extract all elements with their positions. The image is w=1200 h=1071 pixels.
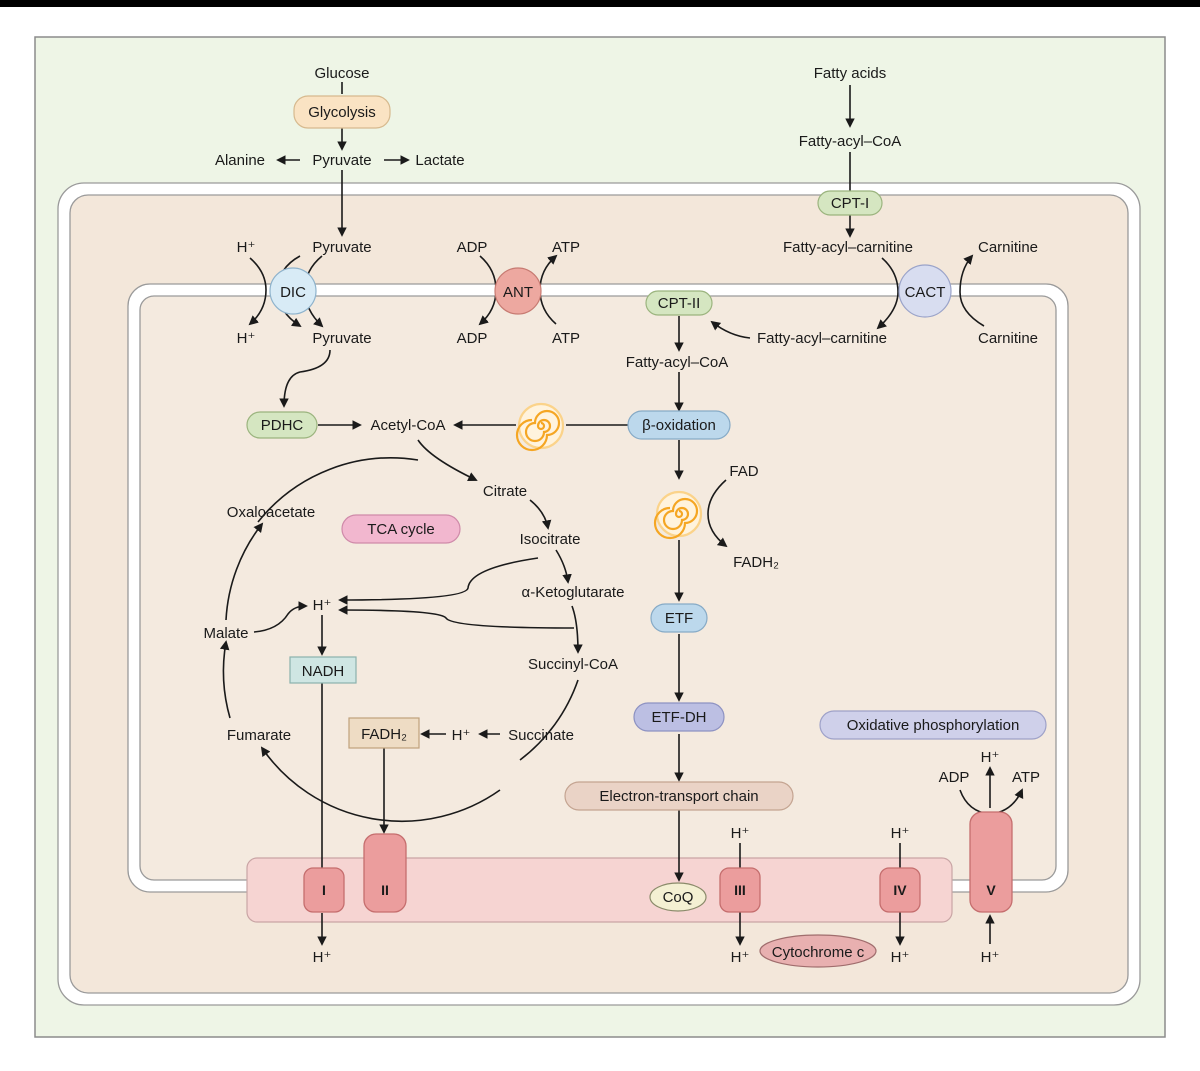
h-plus-tca-label: H⁺ xyxy=(313,597,332,614)
lactate-label: Lactate xyxy=(415,152,464,169)
complex-iii-label: III xyxy=(734,882,746,898)
carnitine-bottom-label: Carnitine xyxy=(978,330,1038,347)
succinyl-coa-label: Succinyl-CoA xyxy=(528,656,618,673)
complex-ii-label: II xyxy=(381,882,389,898)
complex-iii: III xyxy=(719,867,761,913)
complex-v-label: V xyxy=(986,882,996,898)
cpt2-label: CPT-II xyxy=(658,295,701,312)
cpt2-pill: CPT-II xyxy=(645,290,713,316)
spiral-icon-2 xyxy=(653,490,703,540)
electron-transport-chain-label: Electron-transport chain xyxy=(599,788,758,805)
fumarate-label: Fumarate xyxy=(227,727,291,744)
h-plus-v-top-label: H⁺ xyxy=(981,749,1000,766)
complex-iv-label: IV xyxy=(893,882,907,898)
alpha-ketoglutarate-label: α-Ketoglutarate xyxy=(522,584,625,601)
glycolysis-pill: Glycolysis xyxy=(293,95,391,129)
h-plus-dic-bottom-label: H⁺ xyxy=(237,330,256,347)
fatty-acids-label: Fatty acids xyxy=(814,65,887,82)
h-plus-v-bottom-label: H⁺ xyxy=(981,949,1000,966)
etf-dh-pill: ETF-DH xyxy=(633,702,725,732)
h-plus-iv-top-label: H⁺ xyxy=(891,825,910,842)
cact-label: CACT xyxy=(905,284,946,301)
fadh2-box-label: FADH₂ xyxy=(361,726,407,743)
atp-top-label: ATP xyxy=(552,239,580,256)
etf-pill: ETF xyxy=(650,603,708,633)
pyruvate-ims-label: Pyruvate xyxy=(312,239,371,256)
spiral-icon xyxy=(515,402,565,452)
top-black-bar xyxy=(0,0,1200,7)
complex-i: I xyxy=(303,867,345,913)
inner-membrane-band xyxy=(246,857,953,923)
h-plus-iii-bottom-label: H⁺ xyxy=(731,949,750,966)
h-plus-iv-bottom-label: H⁺ xyxy=(891,949,910,966)
oxaloacetate-label: Oxaloacetate xyxy=(227,504,315,521)
pyruvate-matrix-label: Pyruvate xyxy=(312,330,371,347)
adp-v-label: ADP xyxy=(939,769,970,786)
adp-bottom-label: ADP xyxy=(457,330,488,347)
ant-label: ANT xyxy=(503,284,533,301)
complex-i-label: I xyxy=(322,882,326,898)
cpt1-label: CPT-I xyxy=(831,195,869,212)
pdhc-pill: PDHC xyxy=(246,411,318,439)
etf-dh-label: ETF-DH xyxy=(652,709,707,726)
fadh2-right-label: FADH₂ xyxy=(733,554,779,571)
oxidative-phosphorylation-pill: Oxidative phosphorylation xyxy=(819,710,1047,740)
nadh-label: NADH xyxy=(302,663,345,680)
h-plus-dic-top-label: H⁺ xyxy=(237,239,256,256)
tca-circle xyxy=(219,457,579,823)
nadh-box: NADH xyxy=(289,656,357,684)
fadh2-box: FADH₂ xyxy=(348,717,420,749)
pathway-arrows xyxy=(248,82,1024,946)
h-plus-succinate-label: H⁺ xyxy=(452,727,471,744)
pyruvate-cytosol-label: Pyruvate xyxy=(312,152,371,169)
ant-transporter: ANT xyxy=(494,267,542,315)
atp-bottom-label: ATP xyxy=(552,330,580,347)
citrate-label: Citrate xyxy=(483,483,527,500)
beta-oxidation-label: β-oxidation xyxy=(642,417,716,434)
fatty-acyl-coa-top-label: Fatty-acyl–CoA xyxy=(799,133,902,150)
complex-v: V xyxy=(969,811,1013,913)
fatty-acyl-carnitine-bottom-label: Fatty-acyl–carnitine xyxy=(757,330,887,347)
coq-label: CoQ xyxy=(663,889,694,906)
isocitrate-label: Isocitrate xyxy=(520,531,581,548)
adp-top-label: ADP xyxy=(457,239,488,256)
etf-label: ETF xyxy=(665,610,693,627)
glucose-label: Glucose xyxy=(314,65,369,82)
cpt1-pill: CPT-I xyxy=(817,190,883,216)
electron-transport-chain-pill: Electron-transport chain xyxy=(564,781,794,811)
glycolysis-label: Glycolysis xyxy=(308,104,376,121)
dic-transporter: DIC xyxy=(269,267,317,315)
oxidative-phosphorylation-label: Oxidative phosphorylation xyxy=(847,717,1020,734)
fatty-acyl-carnitine-top-label: Fatty-acyl–carnitine xyxy=(783,239,913,256)
fad-label: FAD xyxy=(729,463,758,480)
alanine-label: Alanine xyxy=(215,152,265,169)
malate-label: Malate xyxy=(203,625,248,642)
acetyl-coa-label: Acetyl-CoA xyxy=(370,417,445,434)
beta-oxidation-pill: β-oxidation xyxy=(627,410,731,440)
succinate-label: Succinate xyxy=(508,727,574,744)
h-plus-iii-top-label: H⁺ xyxy=(731,825,750,842)
h-plus-i-bottom-label: H⁺ xyxy=(313,949,332,966)
atp-v-label: ATP xyxy=(1012,769,1040,786)
cytochrome-c-label: Cytochrome c xyxy=(772,944,865,961)
carnitine-top-label: Carnitine xyxy=(978,239,1038,256)
fatty-acyl-coa-matrix-label: Fatty-acyl–CoA xyxy=(626,354,729,371)
coq-node: CoQ xyxy=(649,882,707,912)
cytochrome-c-node: Cytochrome c xyxy=(759,934,877,968)
tca-cycle-pill: TCA cycle xyxy=(341,514,461,544)
dic-label: DIC xyxy=(280,284,306,301)
complex-iv: IV xyxy=(879,867,921,913)
complex-ii: II xyxy=(363,833,407,913)
pdhc-label: PDHC xyxy=(261,417,304,434)
cact-transporter: CACT xyxy=(898,264,952,318)
tca-cycle-label: TCA cycle xyxy=(367,521,435,538)
